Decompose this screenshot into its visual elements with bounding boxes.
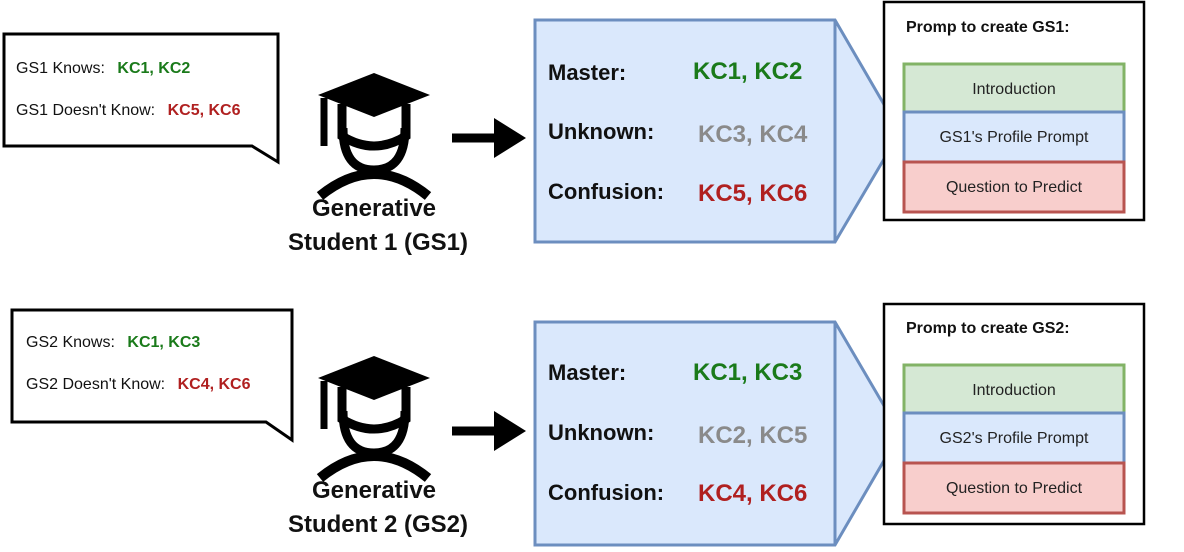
prompt-profile: GS2's Profile Prompt <box>940 430 1089 447</box>
svg-text:GS1 Knows: KC1, KC2: GS1 Knows: KC1, KC2 <box>16 60 190 77</box>
confusion-label: Confusion: <box>548 179 664 204</box>
master-kcs: KC1, KC2 <box>693 58 802 85</box>
prompt-intro: Introduction <box>972 382 1056 399</box>
bubble-knows-label: GS1 Knows: <box>16 60 105 77</box>
bubble-knows-kcs: KC1, KC2 <box>117 60 190 77</box>
right-arrow-icon <box>452 411 526 451</box>
speech-bubble-gs2: GS2 Knows: KC1, KC3 GS2 Doesn't Know: KC… <box>10 308 294 443</box>
prompt-box-gs2: Promp to create GS2: Introduction GS2's … <box>882 302 1146 526</box>
master-label: Master: <box>548 360 626 385</box>
bubble-doesnt-know-kcs: KC5, KC6 <box>168 102 241 119</box>
student-row-2: GS2 Knows: KC1, KC3 GS2 Doesn't Know: KC… <box>10 302 1146 547</box>
svg-text:GS1 Doesn't Know: KC5,: GS1 Doesn't Know: KC5, KC6 <box>16 102 241 119</box>
bubble-knows-kcs: KC1, KC3 <box>127 334 200 351</box>
confusion-label: Confusion: <box>548 480 664 505</box>
bubble-doesnt-know-label: GS2 Doesn't Know: <box>26 376 165 393</box>
student-label-line1: Generative <box>312 477 436 504</box>
master-kcs: KC1, KC3 <box>693 359 802 386</box>
prompt-question: Question to Predict <box>946 179 1083 196</box>
student-label-line1: Generative <box>312 195 436 222</box>
prompt-question: Question to Predict <box>946 480 1083 497</box>
prompt-intro: Introduction <box>972 81 1056 98</box>
graduate-student-icon <box>316 73 432 200</box>
bubble-doesnt-know-kcs: KC4, KC6 <box>178 376 251 393</box>
prompt-title: Promp to create GS2: <box>906 320 1070 337</box>
confusion-kcs: KC4, KC6 <box>698 480 807 507</box>
right-arrow-icon <box>452 118 526 158</box>
svg-text:GS2 Doesn't Know: KC4,: GS2 Doesn't Know: KC4, KC6 <box>26 376 251 393</box>
bubble-knows-label: GS2 Knows: <box>26 334 115 351</box>
profile-box-gs2: Master: KC1, KC3 Unknown: KC2, KC5 Confu… <box>533 320 902 547</box>
bubble-doesnt-know-label: GS1 Doesn't Know: <box>16 102 155 119</box>
unknown-kcs: KC2, KC5 <box>698 422 807 449</box>
unknown-label: Unknown: <box>548 420 654 445</box>
confusion-kcs: KC5, KC6 <box>698 180 807 207</box>
prompt-title: Promp to create GS1: <box>906 19 1070 36</box>
speech-bubble-gs1: GS1 Knows: KC1, KC2 GS1 Doesn't Know: KC… <box>2 32 280 165</box>
student-label-line2: Student 1 (GS1) <box>288 229 468 256</box>
graduate-student-icon <box>316 356 432 482</box>
master-label: Master: <box>548 60 626 85</box>
student-label-line2: Student 2 (GS2) <box>288 511 468 538</box>
unknown-label: Unknown: <box>548 119 654 144</box>
profile-box-gs1: Master: KC1, KC2 Unknown: KC3, KC4 Confu… <box>533 18 902 244</box>
prompt-profile: GS1's Profile Prompt <box>940 129 1089 146</box>
svg-text:GS2 Knows: KC1, KC3: GS2 Knows: KC1, KC3 <box>26 334 200 351</box>
student-row-1: GS1 Knows: KC1, KC2 GS1 Doesn't Know: KC… <box>2 0 1146 256</box>
prompt-box-gs1: Promp to create GS1: Introduction GS1's … <box>882 0 1146 222</box>
unknown-kcs: KC3, KC4 <box>698 121 808 148</box>
